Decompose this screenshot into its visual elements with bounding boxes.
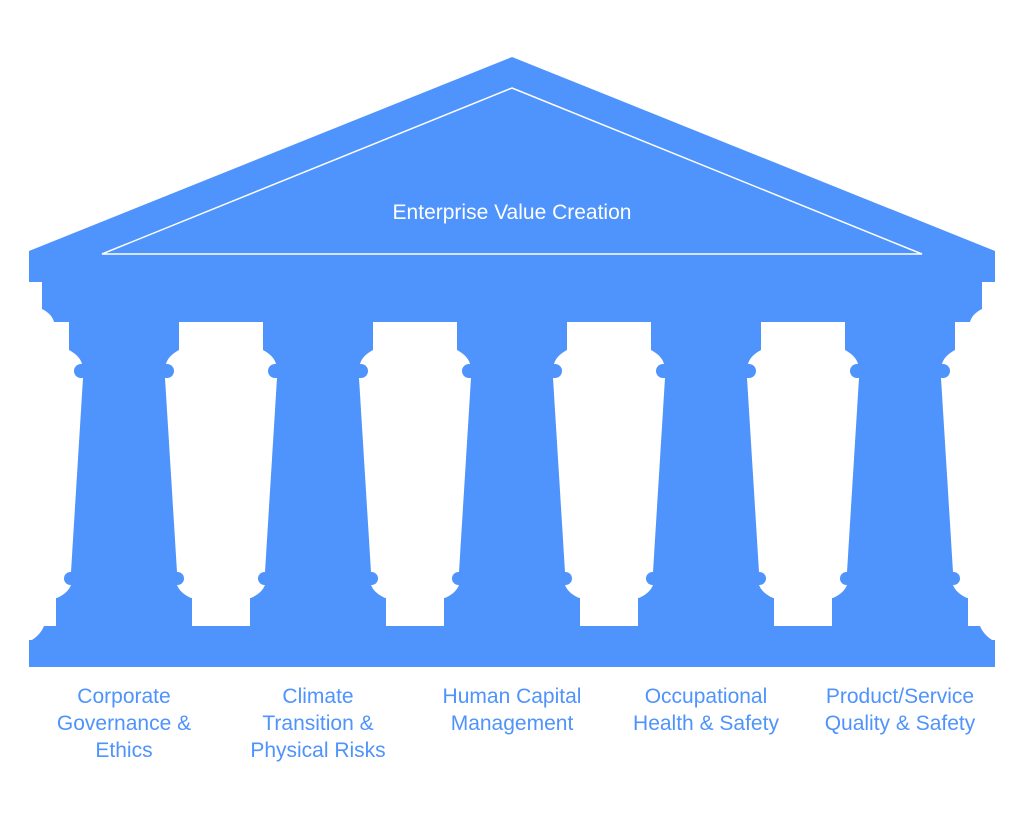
pillar-echinus [845, 350, 955, 364]
pillar-plinth [832, 598, 968, 626]
pillar-echinus [69, 350, 179, 364]
pillar [638, 322, 774, 626]
roof-inner-outline [101, 87, 923, 255]
pillar-lower-ring [258, 572, 378, 585]
pillar-plinth [444, 598, 580, 626]
pillar-label: Occupational Health & Safety [633, 685, 779, 735]
entablature [42, 282, 982, 309]
pillar-capital [263, 322, 373, 350]
pillar-lower-ring [64, 572, 184, 585]
roof-pediment [29, 57, 995, 282]
pillar [832, 322, 968, 626]
pillar-label: Corporate Governance & Ethics [56, 685, 192, 762]
base-lower-step [29, 640, 995, 667]
pillar-upper-ring [656, 364, 756, 378]
pillar-plinth [250, 598, 386, 626]
pillar-shaft [653, 378, 759, 572]
entablature-lower [42, 309, 982, 322]
pillar-echinus [263, 350, 373, 364]
pillar-echinus [651, 350, 761, 364]
pillar-base-flare [57, 585, 191, 598]
pillar [444, 322, 580, 626]
pillar-lower-ring [646, 572, 766, 585]
pillar-shaft [71, 378, 177, 572]
pillars-group [56, 322, 968, 626]
pillar-label: Human Capital Management [442, 685, 582, 735]
temple-structure [29, 57, 995, 667]
pillar-upper-ring [850, 364, 950, 378]
pillar [56, 322, 192, 626]
pillar-upper-ring [462, 364, 562, 378]
pillar-upper-ring [74, 364, 174, 378]
pillar-shaft [265, 378, 371, 572]
pillar-plinth [638, 598, 774, 626]
pillar-capital [457, 322, 567, 350]
pillar-plinth [56, 598, 192, 626]
pillar-echinus [457, 350, 567, 364]
pillar-capital [845, 322, 955, 350]
pillar-label: Climate Transition & Physical Risks [250, 685, 386, 762]
pillar [250, 322, 386, 626]
pediment-title: Enterprise Value Creation [393, 201, 632, 224]
pillar-lower-ring [840, 572, 960, 585]
pillar-base-flare [251, 585, 385, 598]
pillar-capital [651, 322, 761, 350]
pillar-label: Product/Service Quality & Safety [824, 685, 976, 735]
pillar-capital [69, 322, 179, 350]
pillar-base-flare [445, 585, 579, 598]
pillar-shaft [847, 378, 953, 572]
pillar-base-flare [833, 585, 967, 598]
base-upper-step [32, 626, 992, 640]
pillar-lower-ring [452, 572, 572, 585]
pillar-upper-ring [268, 364, 368, 378]
pillar-base-flare [639, 585, 773, 598]
pillar-shaft [459, 378, 565, 572]
